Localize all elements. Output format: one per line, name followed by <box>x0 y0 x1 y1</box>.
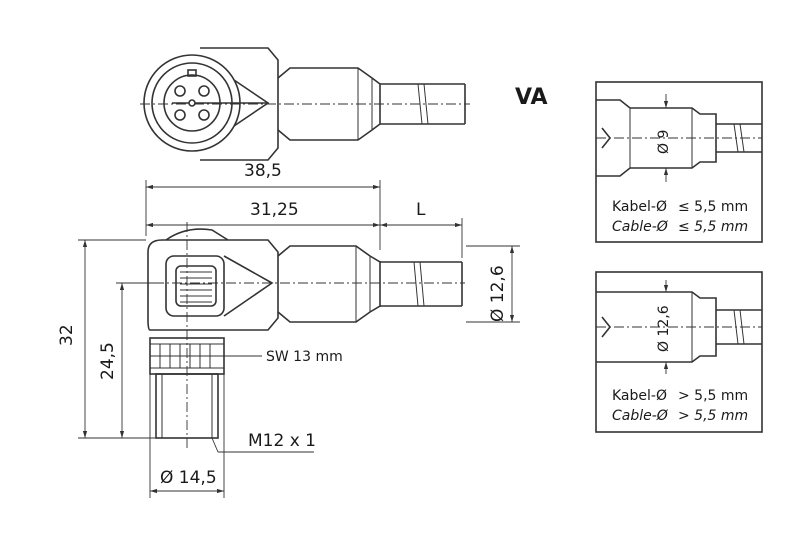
dim-wrench-size: SW 13 mm <box>266 349 343 365</box>
detail-box-small: Ø 9 Kabel-Ø ≤ 5,5 mm Cable-Ø ≤ 5,5 mm <box>595 81 763 243</box>
front-latch <box>165 255 225 317</box>
detail-small-kabel-label: Kabel-Ø <box>612 199 667 215</box>
front-cable <box>380 261 463 307</box>
detail-small-cable-value: ≤ 5,5 mm <box>678 219 748 235</box>
dim-cable-diameter: Ø 12,6 <box>488 265 508 322</box>
dim-total-length: 38,5 <box>244 161 282 181</box>
detail-large-cable-label: Cable-Ø <box>612 408 669 424</box>
dim-body-length: 31,25 <box>250 200 299 220</box>
front-bend-relief <box>277 245 381 323</box>
front-housing <box>147 239 279 331</box>
top-view <box>140 47 470 161</box>
detail-large-cable-value: > 5,5 mm <box>678 408 748 424</box>
top-body <box>200 47 279 161</box>
dimensions: 38,5 31,25 L Ø 12,6 32 24,5 SW 13 mm M12… <box>57 161 520 498</box>
detail-large-kabel-value: > 5,5 mm <box>678 388 748 404</box>
dim-thread: M12 x 1 <box>248 431 316 451</box>
dim-nut-diameter: Ø 14,5 <box>160 468 217 488</box>
detail-small-cable-label: Cable-Ø <box>612 219 669 235</box>
dim-height-total: 32 <box>57 324 77 346</box>
detail-small-diameter: Ø 9 <box>656 130 672 154</box>
detail-box-large: Ø 12,6 Kabel-Ø > 5,5 mm Cable-Ø > 5,5 mm <box>595 271 763 433</box>
detail-large-kabel-label: Kabel-Ø <box>612 388 667 404</box>
variant-label: VA <box>515 85 548 110</box>
dim-cable-length: L <box>416 200 426 220</box>
detail-large-diameter: Ø 12,6 <box>656 305 672 352</box>
dim-height-connector: 24,5 <box>98 342 118 380</box>
detail-small-kabel-value: ≤ 5,5 mm <box>678 199 748 215</box>
front-view <box>118 222 465 450</box>
